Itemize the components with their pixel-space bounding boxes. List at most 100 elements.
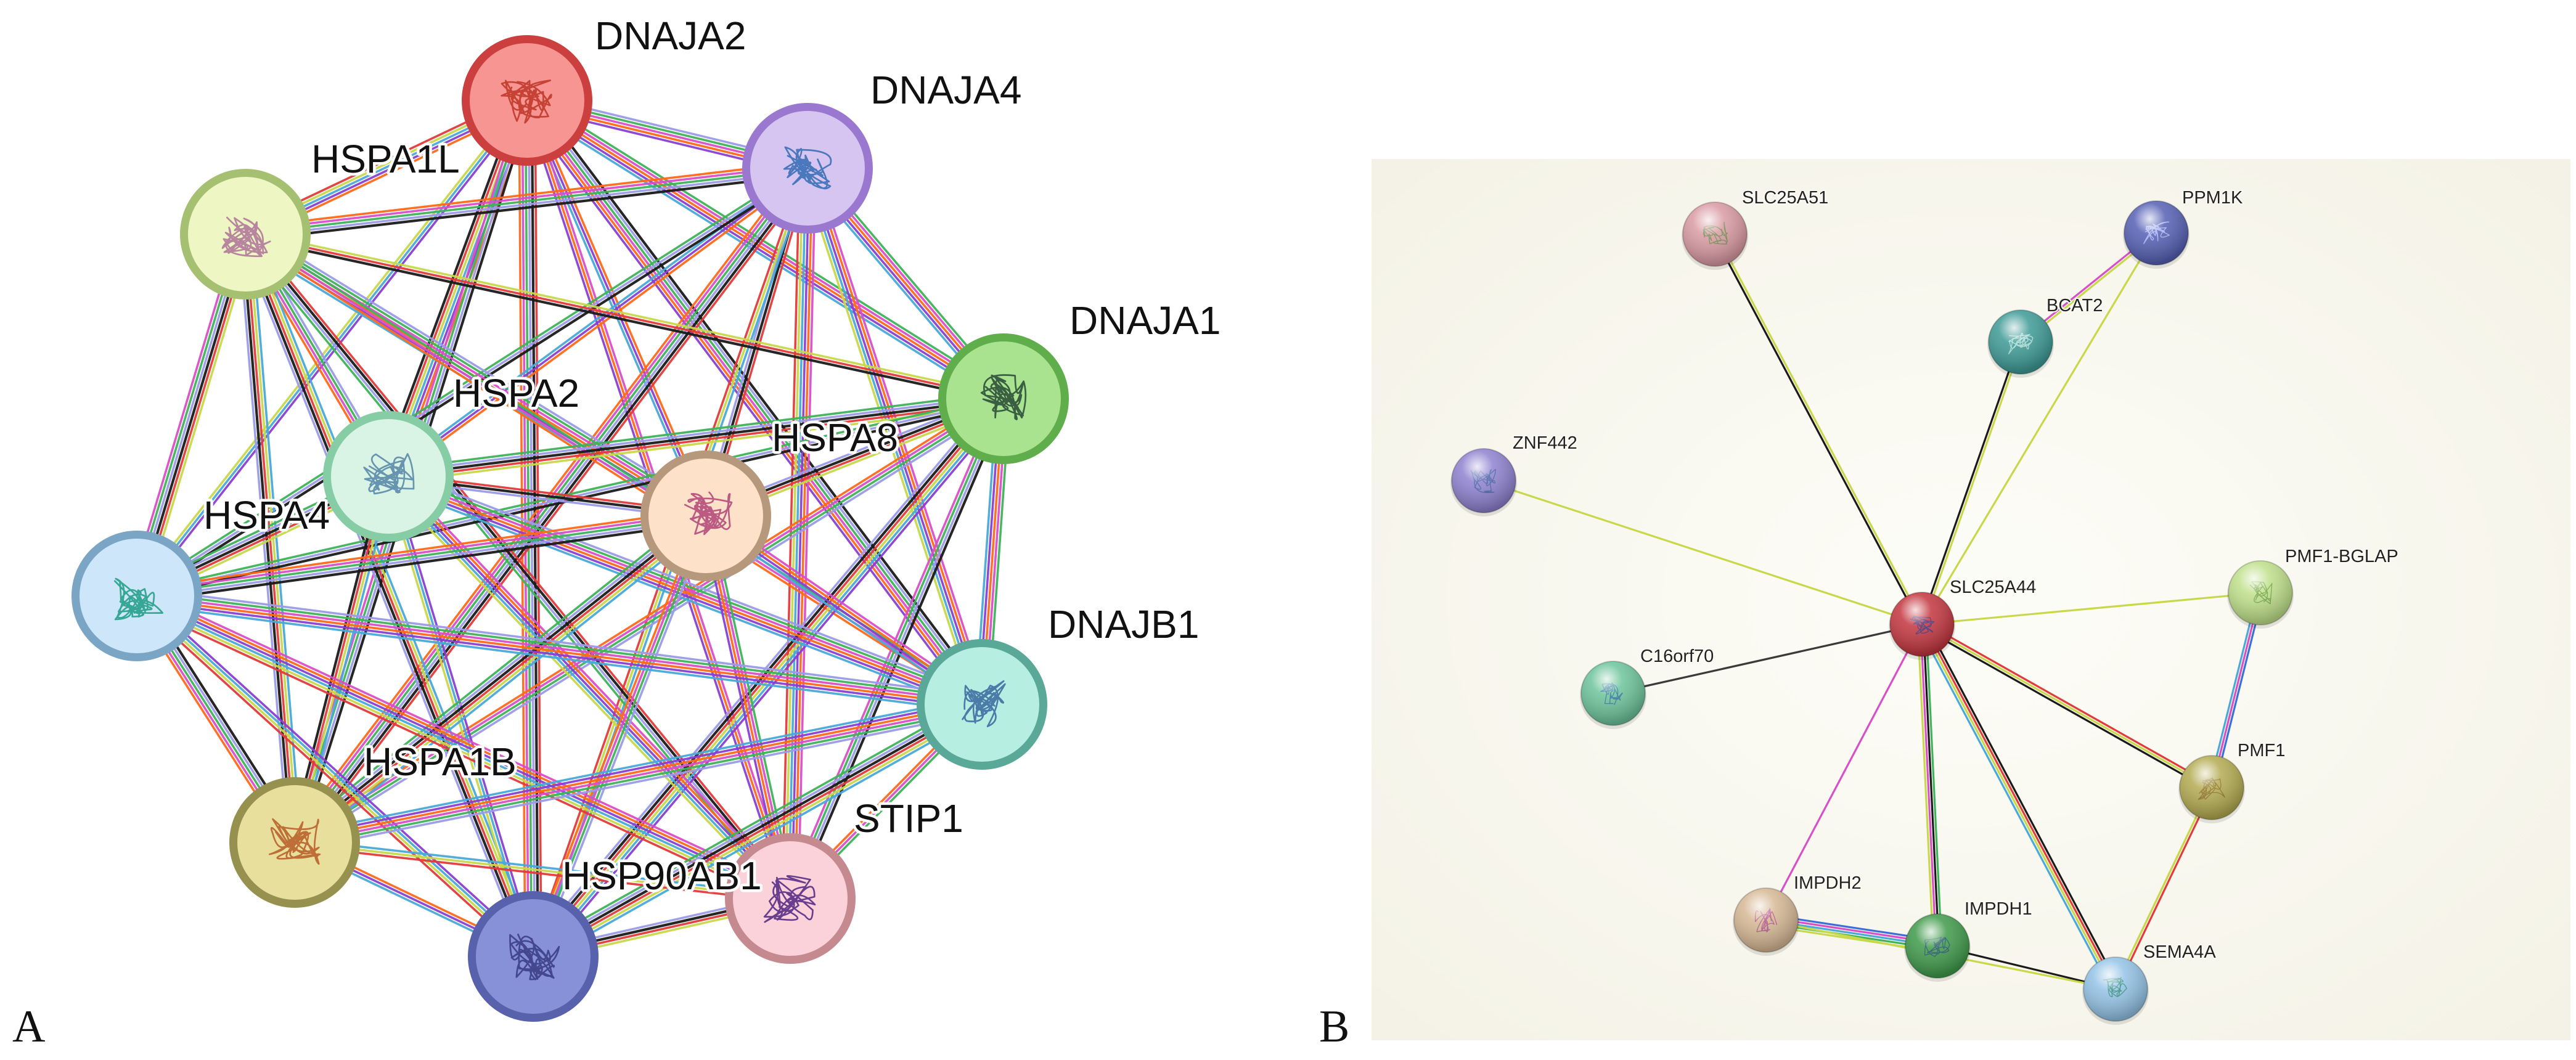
edge-HSPA8-STIP1 <box>700 514 796 900</box>
edge-strand <box>241 235 532 958</box>
node-label-c16orf70: C16orf70 <box>1640 646 1714 666</box>
edge-strand <box>784 168 804 899</box>
edge-strand <box>797 168 817 899</box>
edge-strand <box>528 696 979 951</box>
protein-structure-icon <box>363 453 415 495</box>
node-impdh2[interactable] <box>1733 887 1799 956</box>
edge-strand <box>536 710 987 964</box>
edge-strand <box>536 401 1008 961</box>
node-dnaja1[interactable] <box>938 333 1069 464</box>
edge-strand <box>245 230 1005 397</box>
node-outline <box>1733 887 1799 953</box>
node-label-hspa2: HSPA2 <box>453 371 579 415</box>
edge-strand <box>136 508 705 591</box>
node-znf442[interactable] <box>1450 448 1517 516</box>
edge-DNAJA2-DNAJB1 <box>520 94 990 710</box>
node-outline <box>1682 202 1748 267</box>
node-dnaja4[interactable] <box>742 103 873 234</box>
node-dnajb1[interactable] <box>917 639 1047 770</box>
edge-strand <box>1920 624 1937 947</box>
edge-strand <box>387 167 809 478</box>
edge-strand <box>250 231 541 955</box>
edge-strand <box>1923 621 2214 786</box>
edge-strand <box>1715 233 1924 624</box>
edge-strand <box>134 165 807 595</box>
edge-slc25a44-c16orf70 <box>1613 623 1923 695</box>
edge-strand <box>1916 624 1934 947</box>
node-gloss <box>1734 888 1798 952</box>
edge-strand <box>245 170 808 238</box>
edge-DNAJA1-HSPA4 <box>136 394 1005 601</box>
node-label-slc25a44: SLC25A44 <box>1950 577 2036 597</box>
edge-strand <box>245 233 1004 400</box>
node-hspa1l[interactable] <box>180 169 311 300</box>
edge-strand <box>1712 234 1922 626</box>
node-label-hsp90ab1: HSP90AB1 <box>562 854 762 898</box>
node-pmf1[interactable] <box>2178 755 2245 823</box>
edge-strand <box>137 590 983 701</box>
node-ppm1k[interactable] <box>2123 200 2190 269</box>
node-label-hspa1b: HSPA1B <box>364 740 517 784</box>
edge-strand <box>1921 592 2261 626</box>
edge-strand <box>245 167 808 235</box>
edge-strand <box>291 393 1002 839</box>
node-sema4a[interactable] <box>2082 956 2149 1025</box>
node-bcat2[interactable] <box>1987 309 2054 378</box>
edge-strand <box>392 471 796 895</box>
node-stip1[interactable] <box>725 833 856 964</box>
edge-DNAJB1-HSPA1B <box>293 695 984 852</box>
node-outline <box>1889 592 1955 657</box>
edge-strand <box>520 104 977 710</box>
node-label-pmf1-bglap: PMF1-BGLAP <box>2285 547 2398 566</box>
node-impdh1[interactable] <box>1904 913 1971 982</box>
edge-strand <box>243 235 981 708</box>
node-pmf1-bglap[interactable] <box>2227 560 2294 629</box>
edge-strand <box>388 394 1004 475</box>
edge-strand <box>295 704 983 846</box>
edge-strand <box>244 236 1004 404</box>
edge-strand <box>295 399 1005 845</box>
edge-strand <box>244 160 807 229</box>
edge-strand <box>139 591 538 954</box>
edge-strand <box>137 593 983 704</box>
node-outline <box>1451 448 1516 513</box>
edge-strand <box>248 230 795 897</box>
edge-strand <box>531 701 982 956</box>
node-slc25a51[interactable] <box>1682 202 1748 270</box>
edge-strand <box>1613 623 1923 695</box>
edge-slc25a44-pmf1 <box>1920 621 2214 791</box>
edge-strand <box>138 590 793 895</box>
node-label-pmf1: PMF1 <box>2238 741 2285 760</box>
node-gloss <box>1581 661 1645 725</box>
edge-HSPA1L-DNAJA1 <box>244 230 1005 404</box>
edge-strand <box>525 102 1003 402</box>
panel-a-labels: DNAJA2DNAJA4HSPA1LDNAJA1HSPA2HSPA8HSPA4D… <box>201 11 1224 901</box>
edge-strand <box>295 707 983 849</box>
edge-strand <box>1922 624 1940 946</box>
edge-strand <box>534 707 985 962</box>
node-label-sema4a: SEMA4A <box>2143 942 2216 962</box>
node-hspa8[interactable] <box>640 450 771 581</box>
node-hspa1b[interactable] <box>229 777 360 908</box>
node-hspa2[interactable] <box>323 411 454 542</box>
node-label-znf442: ZNF442 <box>1513 433 1577 453</box>
node-c16orf70[interactable] <box>1580 661 1646 729</box>
node-gloss <box>2228 561 2292 625</box>
edge-strand <box>388 473 983 704</box>
node-dnaja2[interactable] <box>462 35 592 166</box>
edge-strand <box>390 169 811 480</box>
edge-strand <box>1920 624 2116 990</box>
node-slc25a44[interactable] <box>1889 592 1955 660</box>
protein-structure-icon <box>684 491 733 536</box>
edge-strand <box>2213 593 2264 789</box>
edge-strand <box>137 593 535 956</box>
node-hsp90ab1[interactable] <box>468 891 599 1022</box>
edge-DNAJA1-HSPA1B <box>291 393 1007 848</box>
edge-HSPA8-HSP90AB1 <box>528 513 711 959</box>
edge-strand <box>245 232 793 899</box>
node-hspa4[interactable] <box>72 531 202 661</box>
edge-strand <box>530 515 706 956</box>
